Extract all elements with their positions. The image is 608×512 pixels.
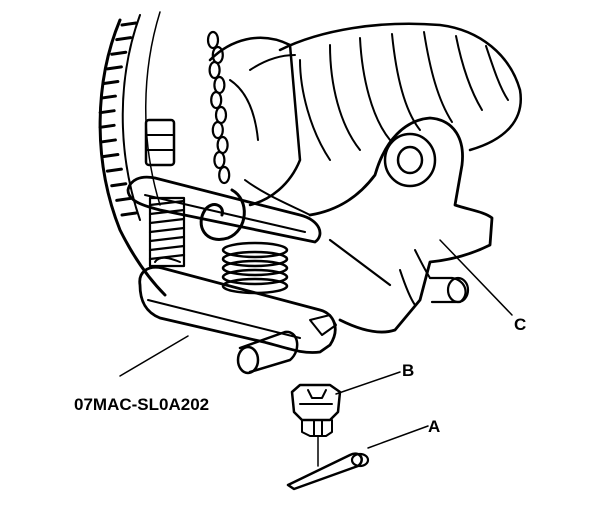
callout-label-c: C: [514, 315, 526, 334]
vent-slot: [102, 153, 120, 159]
spring-coil: [221, 259, 289, 277]
vent-slot: [105, 167, 123, 173]
thread-line: [148, 226, 186, 234]
vent-slot: [110, 182, 128, 188]
steering-knuckle: [208, 36, 311, 216]
thread-line: [148, 253, 186, 261]
vent-slot: [115, 36, 133, 42]
spring-coil: [221, 241, 289, 259]
chain-icon: [206, 30, 231, 185]
callout-label-a: A: [428, 417, 440, 436]
vent-slot: [105, 65, 123, 71]
vent-slot: [115, 196, 133, 202]
disc-vents: [98, 21, 138, 217]
chain-link: [214, 105, 228, 125]
thread-line: [148, 235, 186, 243]
thread-line: [148, 244, 186, 252]
callout-label-b: B: [402, 361, 414, 380]
vent-slot: [120, 21, 138, 27]
vent-slot: [98, 109, 116, 115]
lower-control-arm: [308, 116, 494, 334]
chain-link: [208, 60, 221, 80]
thread-line: [148, 208, 186, 216]
vent-slot: [110, 50, 128, 56]
vent-slot: [120, 211, 138, 217]
spring-coil: [221, 250, 289, 268]
thread-body: [148, 196, 186, 268]
castle-nut-icon: [290, 383, 342, 437]
chain-link: [211, 120, 224, 140]
vent-slot: [99, 94, 117, 100]
chain-link: [218, 165, 231, 185]
chain-link: [213, 150, 226, 170]
cotter-pin-icon: [286, 435, 370, 491]
leader-lines: [119, 239, 513, 449]
thread-line: [148, 199, 186, 207]
chain-link: [206, 30, 220, 50]
vent-slot: [99, 138, 117, 144]
ball-joint-remover-tool: [126, 118, 337, 375]
vent-slot: [102, 79, 120, 85]
ball-joint-boot-spring: [221, 241, 289, 295]
hook-ring: [199, 188, 246, 241]
brake-disc: [98, 11, 167, 297]
chain-link: [216, 135, 229, 155]
chain-link: [213, 75, 226, 95]
chain-link: [210, 90, 223, 110]
tool-part-number-label: 07MAC-SL0A202: [74, 395, 209, 414]
spring-coil: [221, 268, 289, 286]
tool-bolt-threads: [148, 196, 186, 268]
thread-line: [148, 217, 186, 225]
vent-slot: [98, 123, 116, 129]
